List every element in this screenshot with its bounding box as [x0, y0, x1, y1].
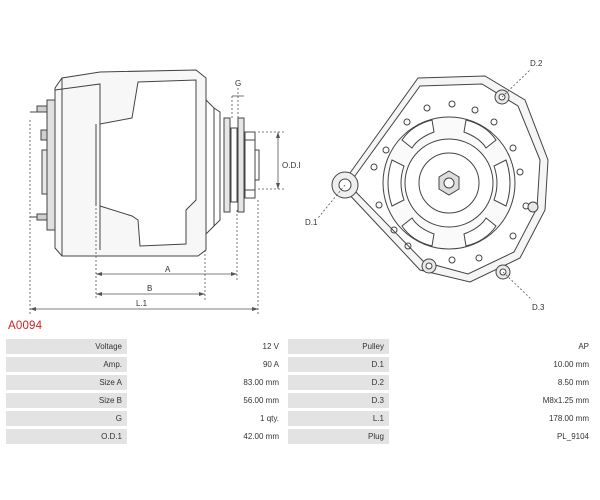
- spec-value: 1 qty.: [127, 411, 282, 426]
- spec-value: 42.00 mm: [127, 429, 282, 444]
- label-g: G: [235, 79, 241, 88]
- spec-label: D.2: [288, 375, 389, 390]
- label-a: A: [165, 265, 171, 274]
- spec-value: 178.00 mm: [389, 411, 593, 426]
- spec-label: Voltage: [6, 339, 127, 354]
- spec-label: O.D.1: [6, 429, 127, 444]
- spec-label: G: [6, 411, 127, 426]
- spec-value: 90 A: [127, 357, 282, 372]
- spec-value: 83.00 mm: [127, 375, 282, 390]
- part-code: A0094: [8, 320, 43, 332]
- label-b: B: [147, 284, 152, 293]
- spec-table: Voltage 12 V Pulley AP Amp. 90 A D.1 10.…: [6, 336, 593, 447]
- spec-label: D.1: [288, 357, 389, 372]
- spec-value: 56.00 mm: [127, 393, 282, 408]
- technical-drawing: G O.D.I A B L.1 D.1 D.2 D.3: [29, 59, 549, 315]
- table-row: O.D.1 42.00 mm Plug PL_9104: [6, 429, 593, 444]
- spec-value: 10.00 mm: [389, 357, 593, 372]
- table-row: Amp. 90 A D.1 10.00 mm: [6, 357, 593, 372]
- spec-value: 8.50 mm: [389, 375, 593, 390]
- spec-label: Pulley: [288, 339, 389, 354]
- spec-label: Size B: [6, 393, 127, 408]
- spec-value: PL_9104: [389, 429, 593, 444]
- label-odi: O.D.I: [282, 161, 301, 170]
- label-d1: D.1: [305, 218, 318, 227]
- label-d2: D.2: [530, 59, 543, 68]
- alternator-side-view: [30, 69, 260, 257]
- alternator-front-view: [331, 75, 549, 283]
- table-row: Size A 83.00 mm D.2 8.50 mm: [6, 375, 593, 390]
- spec-label: Plug: [288, 429, 389, 444]
- label-d3: D.3: [532, 303, 545, 312]
- spec-label: Amp.: [6, 357, 127, 372]
- spec-label: Size A: [6, 375, 127, 390]
- table-row: G 1 qty. L.1 178.00 mm: [6, 411, 593, 426]
- spec-label: D.3: [288, 393, 389, 408]
- spec-label: L.1: [288, 411, 389, 426]
- table-row: Voltage 12 V Pulley AP: [6, 339, 593, 354]
- spec-value: AP: [389, 339, 593, 354]
- spec-value: M8x1.25 mm: [389, 393, 593, 408]
- label-l1: L.1: [136, 299, 148, 308]
- spec-value: 12 V: [127, 339, 282, 354]
- table-row: Size B 56.00 mm D.3 M8x1.25 mm: [6, 393, 593, 408]
